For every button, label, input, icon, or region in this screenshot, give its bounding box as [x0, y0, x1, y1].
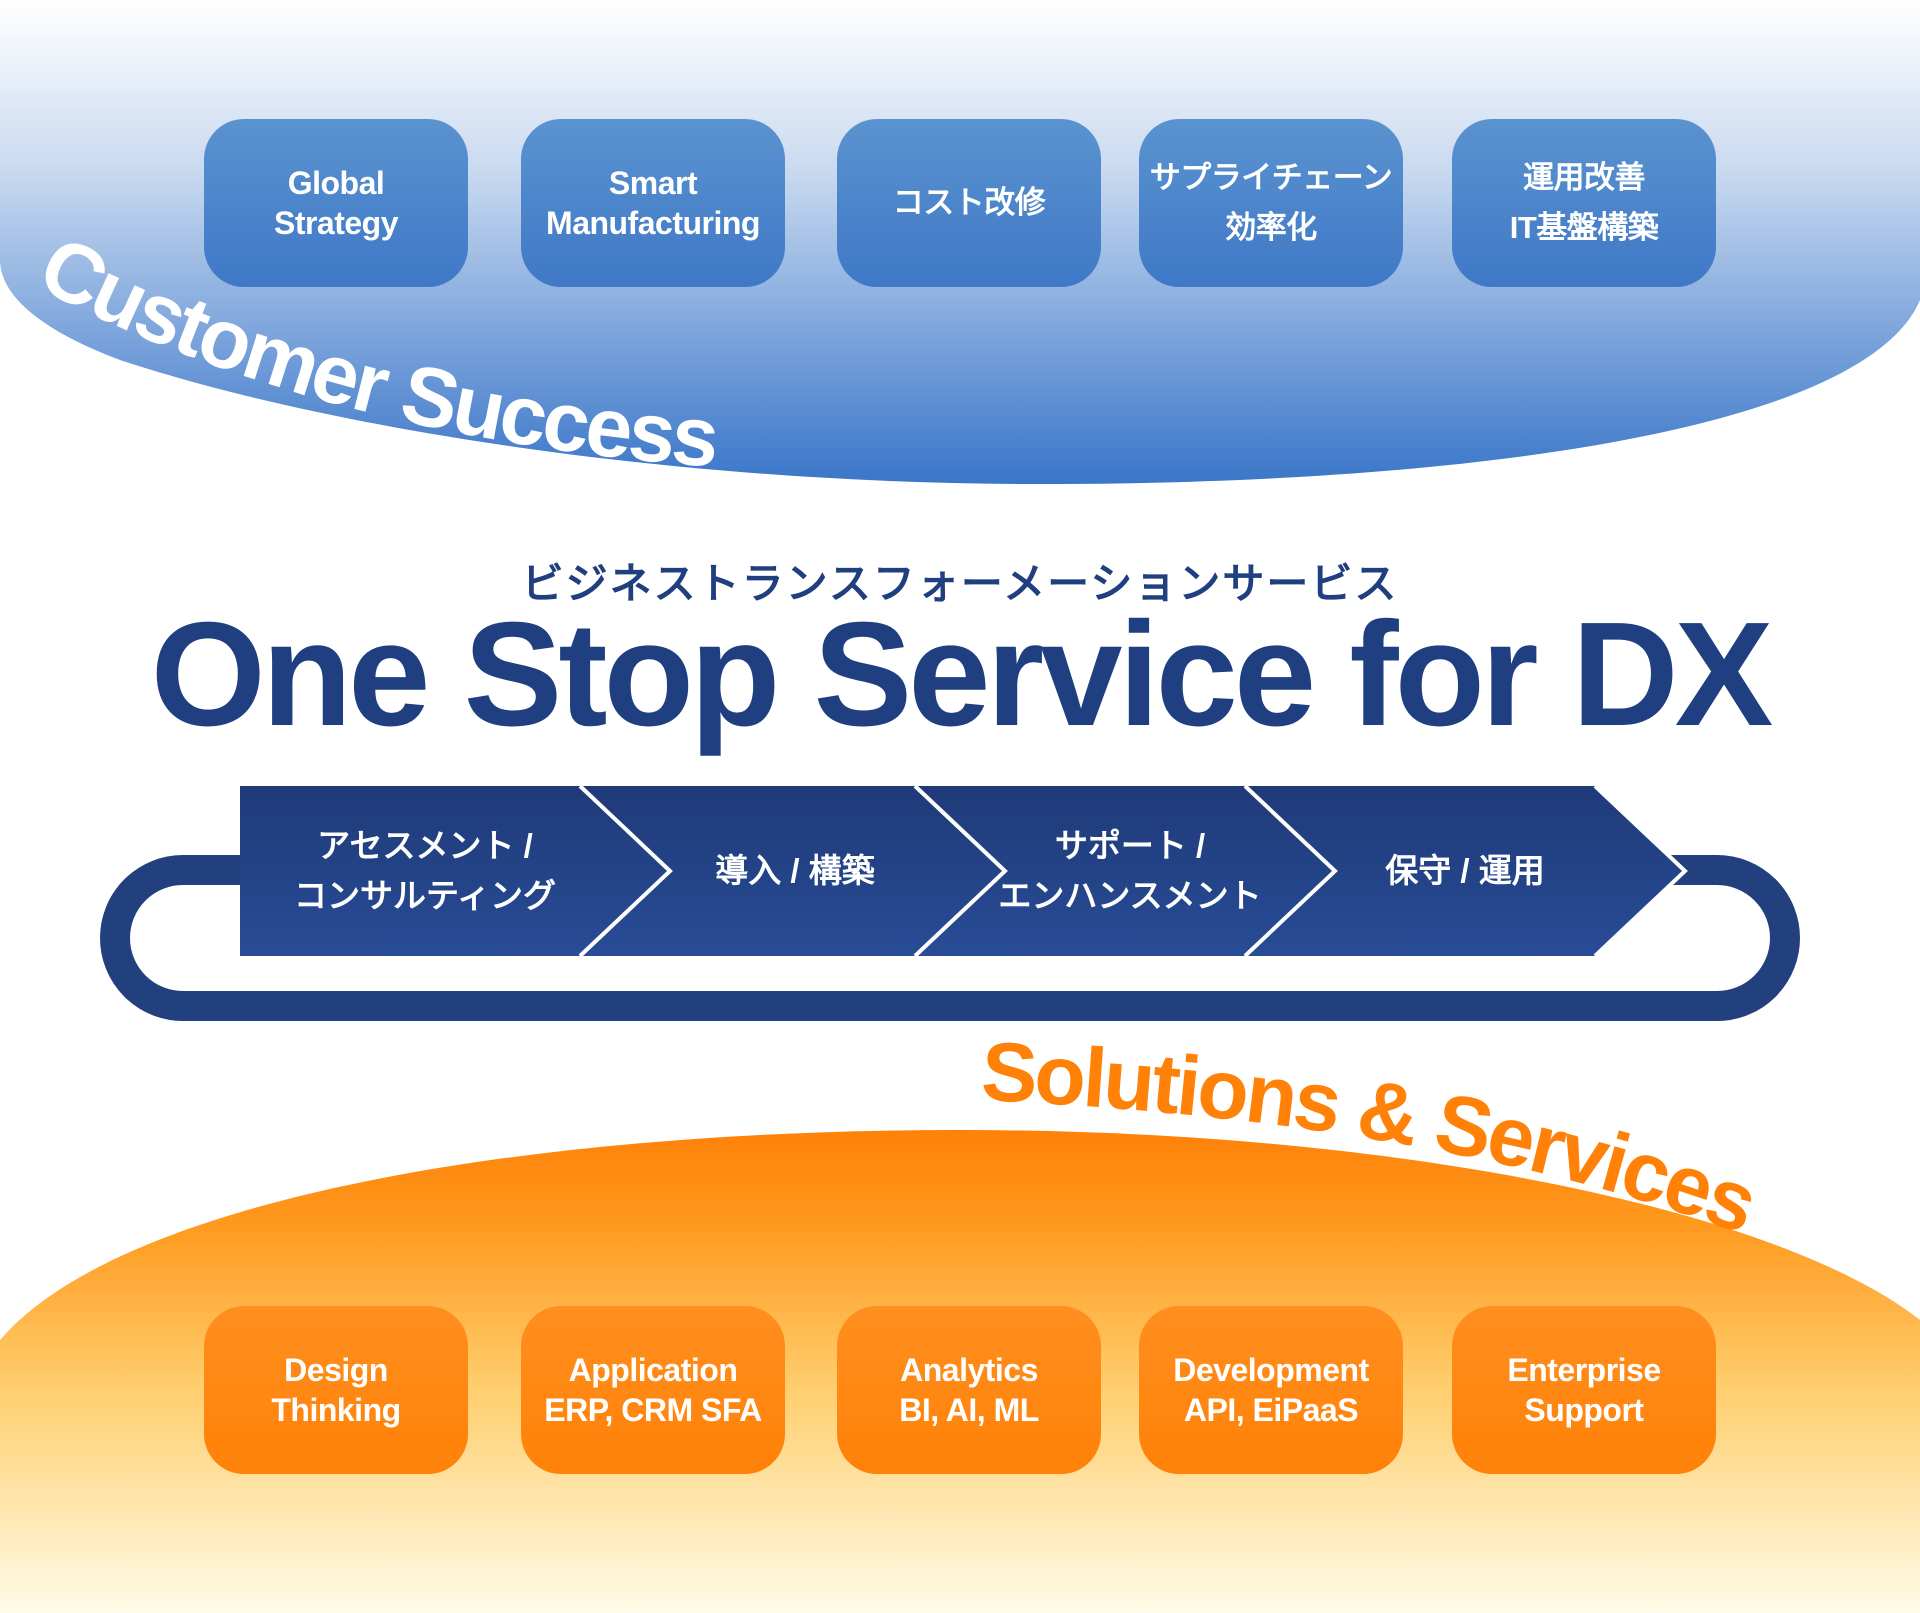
page-title: One Stop Service for DX [150, 592, 1774, 757]
card-global-strategy: Global Strategy [204, 119, 468, 287]
chevron-separator [913, 784, 1008, 958]
step-chevron-1 [240, 786, 670, 956]
page-subtitle: ビジネストランスフォーメーションサービス [521, 560, 1399, 607]
card-analytics: Analytics BI, AI, ML [837, 1306, 1101, 1474]
card-enterprise-support: Enterprise Support [1452, 1306, 1716, 1474]
card-development: Development API, EiPaaS [1139, 1306, 1403, 1474]
chevron-separator [1243, 784, 1338, 958]
step-label-support: サポート / エンハンスメント [998, 827, 1262, 914]
card-supply-chain: サプライチェーン 効率化 [1139, 119, 1403, 287]
chevron-arrow-tip [1593, 784, 1688, 958]
card-it-infrastructure: 運用改善 IT基盤構築 [1452, 119, 1716, 287]
step-chevron-2 [580, 786, 1005, 956]
step-chevron-4 [1245, 786, 1685, 956]
card-smart-manufacturing: Smart Manufacturing [521, 119, 785, 287]
step-chevron-3 [915, 786, 1335, 956]
step-label-maintenance: 保守 / 運用 [1385, 852, 1545, 889]
step-label-implementation: 導入 / 構築 [715, 852, 875, 889]
chevron-separator [578, 784, 673, 958]
card-design-thinking: Design Thinking [204, 1306, 468, 1474]
card-cost-improvement: コスト改修 [837, 119, 1101, 287]
card-application: Application ERP, CRM SFA [521, 1306, 785, 1474]
process-band [240, 784, 1688, 958]
step-label-assessment: アセスメント / コンサルティング [293, 827, 557, 914]
